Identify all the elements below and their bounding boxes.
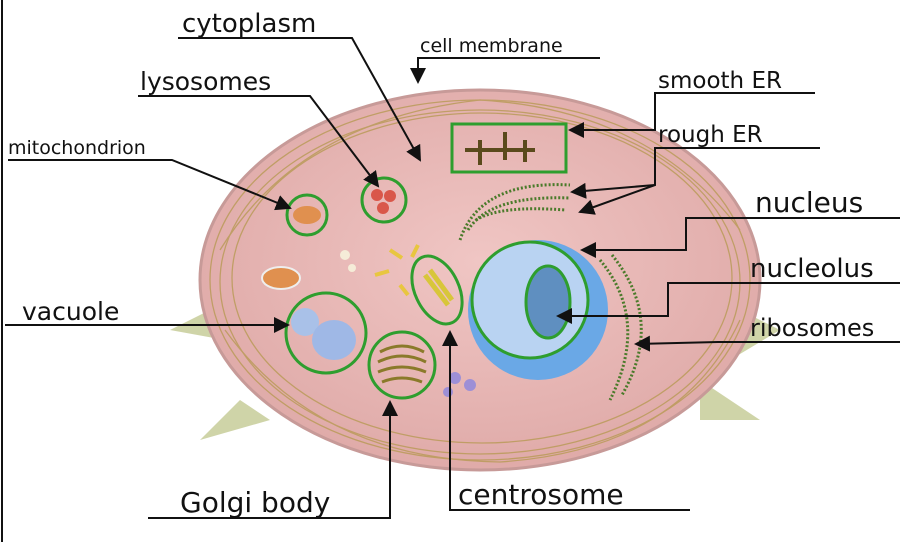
golgi-body xyxy=(367,330,437,400)
leader-lines xyxy=(5,37,900,519)
label-rough-er: rough ER xyxy=(658,122,763,148)
smooth-er xyxy=(450,122,568,174)
label-nucleus: nucleus xyxy=(755,186,863,219)
label-smooth-er: smooth ER xyxy=(658,68,782,94)
label-nucleolus: nucleolus xyxy=(750,254,874,284)
nucleus xyxy=(468,240,608,380)
centrosome xyxy=(410,254,464,326)
label-golgi-body: Golgi body xyxy=(180,486,330,519)
label-ribosomes: ribosomes xyxy=(750,314,874,342)
vesicles xyxy=(340,244,476,397)
lysosomes xyxy=(360,176,408,224)
label-vacuole: vacuole xyxy=(22,297,119,326)
rough-er xyxy=(458,183,643,401)
label-centrosome: centrosome xyxy=(458,478,624,511)
label-mitochondrion: mitochondrion xyxy=(8,137,146,159)
label-cytoplasm: cytoplasm xyxy=(182,9,316,39)
label-cell-membrane: cell membrane xyxy=(420,35,563,57)
label-lysosomes: lysosomes xyxy=(140,67,271,96)
membrane-fibers xyxy=(209,99,751,463)
nucleolus xyxy=(524,264,572,340)
mitochondrion xyxy=(261,193,329,290)
vacuole xyxy=(284,291,368,375)
